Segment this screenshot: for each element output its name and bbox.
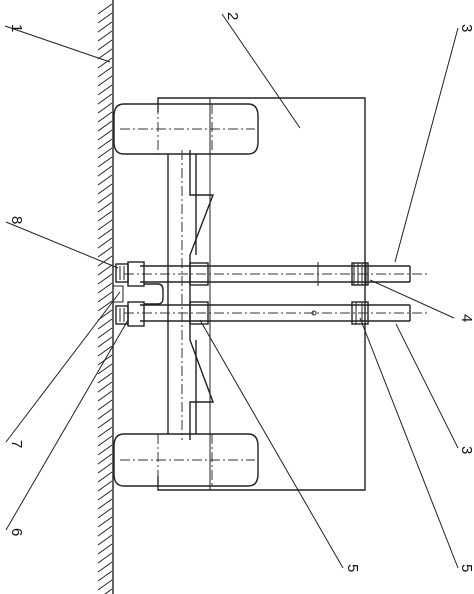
hatch-line [97, 336, 113, 348]
hatch-line [97, 66, 113, 78]
hatch-line [104, 588, 113, 594]
axle [167, 150, 197, 440]
hatch-line [97, 534, 113, 546]
hatch-line [97, 282, 113, 294]
hatch-line [97, 102, 113, 114]
hatch-line [97, 30, 113, 42]
hatch-line [97, 318, 113, 330]
hatch-line [97, 84, 113, 96]
hatch-line [97, 111, 113, 123]
wall [97, 0, 114, 594]
hatch-line [97, 579, 113, 591]
lower-rod [124, 301, 430, 325]
label-8: 8 [8, 216, 25, 224]
label-1: 1 [8, 24, 25, 32]
hatch-line [97, 462, 113, 474]
hatch-line [97, 264, 113, 276]
hatch-line [97, 255, 113, 267]
hatch-line [97, 12, 113, 24]
hatch-line [97, 48, 113, 60]
hatch-line [97, 516, 113, 528]
hatch-line [97, 552, 113, 564]
hatch-line [97, 237, 113, 249]
hatch-line [97, 246, 113, 258]
hatch-line [97, 165, 113, 177]
hatch-line [97, 156, 113, 168]
hatch-line [97, 489, 113, 501]
hatch-line [97, 273, 113, 285]
upper-wheel [113, 103, 259, 155]
hatch-line [97, 183, 113, 195]
hatch-line [97, 435, 113, 447]
label-3-upper: 3 [458, 24, 474, 32]
hatch-line [97, 543, 113, 555]
hatch-line [97, 327, 113, 339]
hatch-line [97, 147, 113, 159]
lower-wheel [113, 433, 259, 487]
hatch-line [97, 300, 113, 312]
hatch-line [97, 507, 113, 519]
hatch-line [97, 192, 113, 204]
hatch-line [97, 39, 113, 51]
hatch-line [97, 210, 113, 222]
hatch-line [97, 93, 113, 105]
upper-rod [124, 262, 430, 286]
hatch-line [97, 345, 113, 357]
hatch-line [97, 399, 113, 411]
hatch-line [97, 417, 113, 429]
label-4: 4 [458, 314, 474, 322]
hatch-line [97, 408, 113, 420]
hatch-line [97, 228, 113, 240]
hatch-line [97, 561, 113, 573]
part-labels: 1 2 3 4 3 5 5 6 7 8 [8, 12, 474, 572]
label-5-bottom: 5 [344, 564, 361, 572]
hatch-line [97, 390, 113, 402]
hatch-line [97, 138, 113, 150]
hatch-line [97, 372, 113, 384]
label-3-lower: 3 [458, 446, 474, 454]
hatch-line [97, 120, 113, 132]
hatch-line [97, 525, 113, 537]
hatch-line [97, 444, 113, 456]
hatch-line [97, 21, 113, 33]
hatch-line [97, 498, 113, 510]
hatch-line [97, 57, 113, 69]
hatch-line [97, 471, 113, 483]
hatch-line [97, 291, 113, 303]
hatch-line [97, 75, 113, 87]
label-2: 2 [224, 12, 241, 20]
hatch-line [97, 3, 113, 15]
hatch-line [97, 201, 113, 213]
hatch-line [97, 219, 113, 231]
hatch-line [97, 453, 113, 465]
main-frame [157, 97, 366, 491]
hatch-line [97, 381, 113, 393]
wall-bracket [112, 261, 164, 327]
hatch-line [97, 426, 113, 438]
label-6: 6 [8, 528, 25, 536]
leader-lines [4, 13, 459, 569]
hatch-line [97, 570, 113, 582]
label-7: 7 [8, 440, 25, 448]
wall-hatching [97, 3, 113, 594]
hatch-line [97, 480, 113, 492]
hatch-line [97, 129, 113, 141]
hatch-line [97, 174, 113, 186]
label-5-right: 5 [458, 564, 474, 572]
hatch-line [97, 363, 113, 375]
